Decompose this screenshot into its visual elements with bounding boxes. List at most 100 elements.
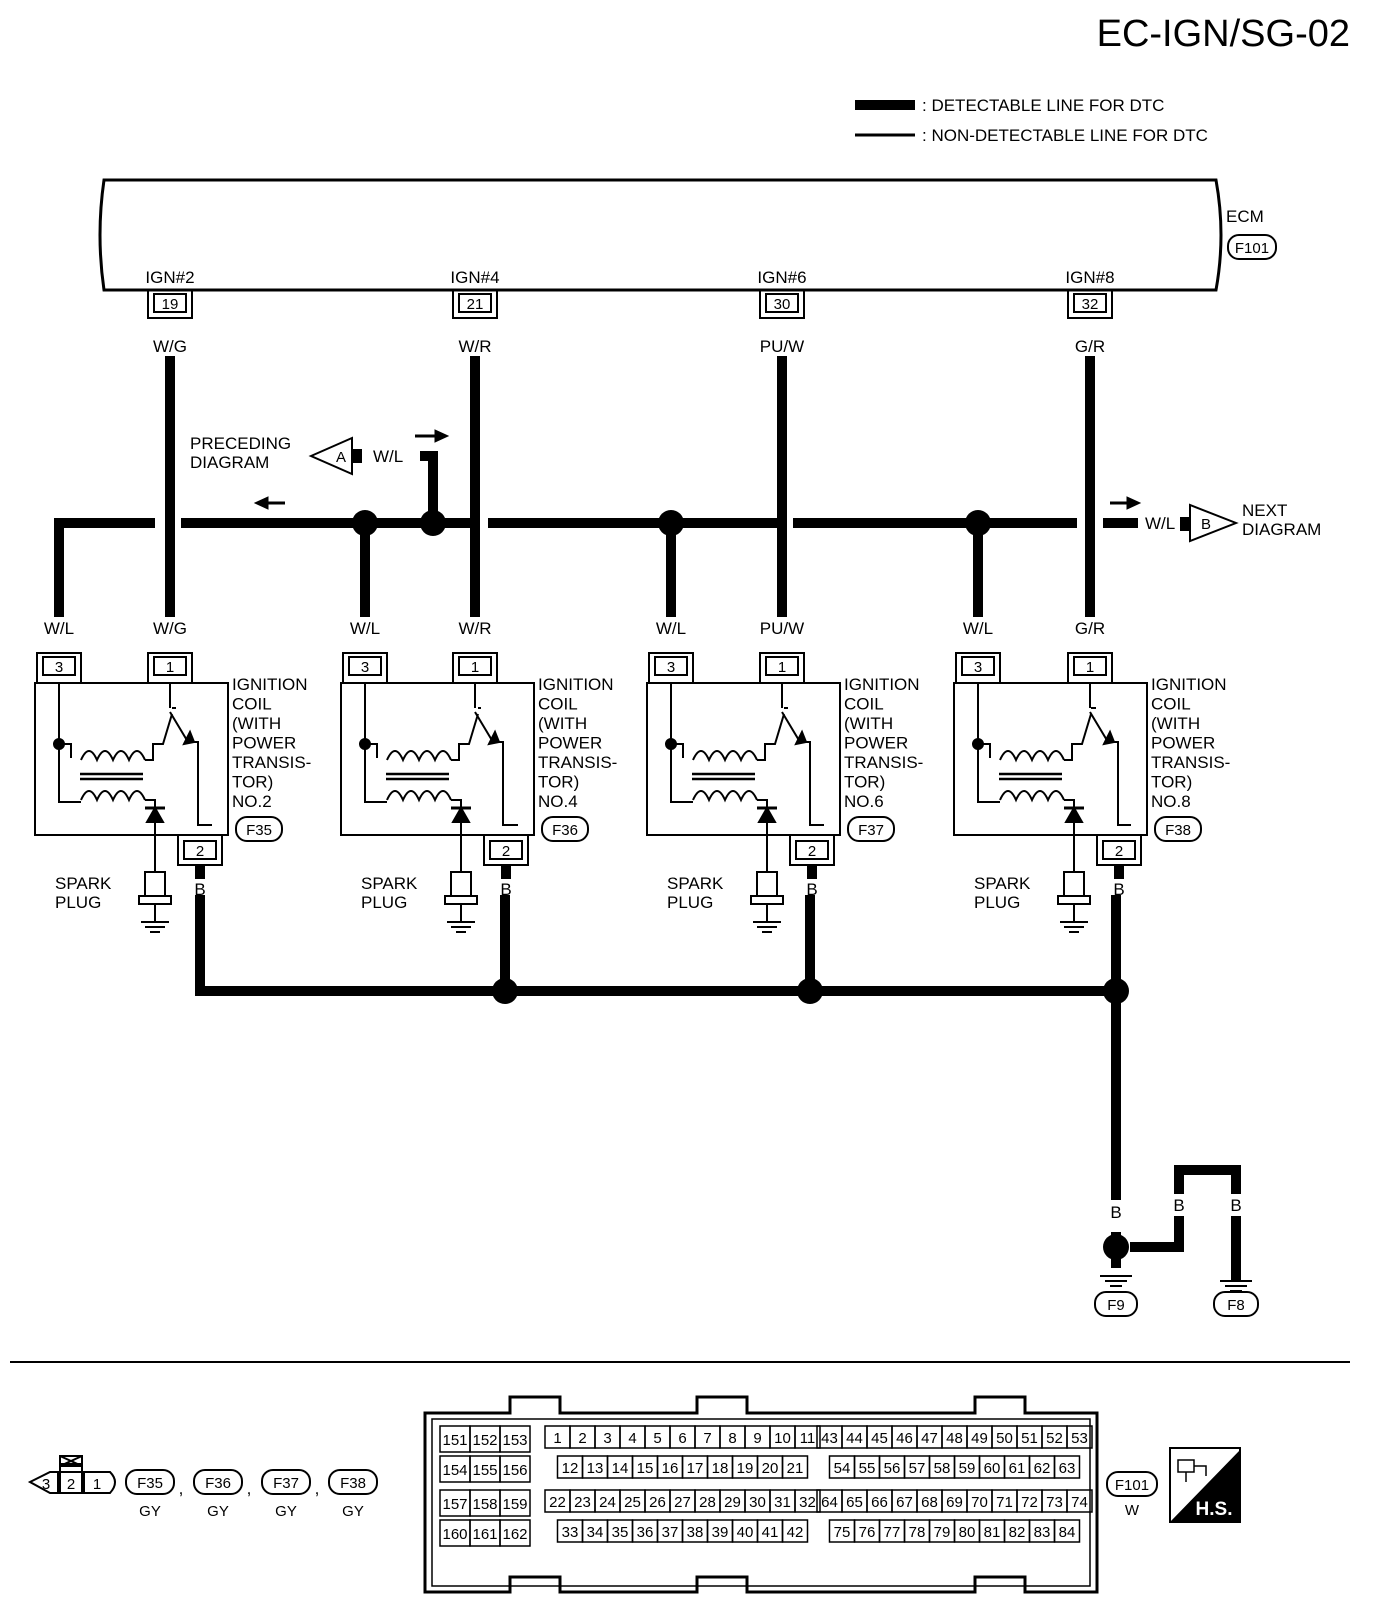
coil-label-line: TRANSIS- (232, 753, 311, 772)
ecm-pin-label: 55 (859, 1460, 876, 1477)
ecm-pin-label: 25 (624, 1494, 641, 1511)
ground-f9: F9 (1107, 1297, 1125, 1314)
pin-box (458, 656, 492, 676)
spark-plug-body (144, 871, 166, 897)
ecm-pin-label: 18 (712, 1460, 729, 1477)
ecm-pin-label: 62 (1034, 1460, 1051, 1477)
ecm-pin-label: 19 (737, 1460, 754, 1477)
ecm-wire-color: G/R (1075, 337, 1105, 356)
ecm-block: ECM F101 (98, 178, 1277, 292)
ecm-pin-label: 49 (971, 1430, 988, 1447)
ecm-pin-cell (499, 1489, 531, 1517)
coil-label-line: IGNITION (844, 675, 920, 694)
ecm-pin-label: 75 (834, 1524, 851, 1541)
transistor-emitter (781, 711, 824, 826)
next-line2: DIAGRAM (1242, 520, 1321, 539)
ecm-pin-label: 12 (562, 1460, 579, 1477)
separator-comma: , (179, 1479, 184, 1498)
coil-label-line: TRANSIS- (844, 753, 923, 772)
transistor-emitter (1089, 711, 1131, 826)
ecm-pin-label: 28 (699, 1494, 716, 1511)
coil-connector-oval (847, 816, 895, 842)
ecm-pin-label: 51 (1021, 1430, 1038, 1447)
coil-label-line: COIL (844, 695, 884, 714)
ecm-pin-number: 19 (162, 296, 179, 313)
ecm-pin-label: 160 (442, 1526, 467, 1543)
ground-f8: F8 (1227, 1297, 1245, 1314)
coil-connector-view-id: F37 (273, 1475, 299, 1492)
coil-pin3-wire: W/L (44, 619, 74, 638)
secondary-coil (80, 790, 146, 803)
pin-box (1073, 656, 1107, 676)
coil-connector-id: F37 (858, 822, 884, 839)
coil-ground-wire: B (194, 880, 205, 899)
pin-number: 3 (974, 659, 982, 676)
ecm-pin-label: 40 (737, 1524, 754, 1541)
wire-label-bg (957, 617, 999, 639)
ground-bus (195, 895, 1241, 1280)
ecm-pin-label: 23 (574, 1494, 591, 1511)
coil-label-line: POWER (844, 734, 908, 753)
pin-number: 1 (778, 659, 786, 676)
ecm-pin-label: 47 (921, 1430, 938, 1447)
connector-bracket (483, 835, 529, 866)
connector-bracket (648, 652, 694, 683)
internal-wire (1064, 713, 1092, 761)
ecm-pin-label: 3 (603, 1430, 611, 1447)
ecm-pin-label: 56 (884, 1460, 901, 1477)
coil-connector-face (27, 1455, 116, 1494)
spark-plug-hex (750, 895, 784, 905)
ecm-pin-cell (1066, 1489, 1093, 1513)
coil-connector-pin-1: 1 (93, 1476, 101, 1493)
ecm-pin-label: 8 (728, 1430, 736, 1447)
preceding-wire: W/L (373, 447, 403, 466)
coil-label-line: TOR) (538, 773, 579, 792)
coil-label-line: POWER (232, 734, 296, 753)
spark-plug-body (450, 871, 472, 897)
ecm-pin-label: 4 (628, 1430, 636, 1447)
coil-label-line: (WITH (232, 714, 281, 733)
coil-label-line: IGNITION (232, 675, 308, 694)
pin-box (489, 840, 523, 860)
coil-label-line: COIL (538, 695, 578, 714)
ecm-pin-label: 80 (959, 1524, 976, 1541)
internal-wire (978, 743, 991, 758)
wire-label-bg (496, 879, 516, 899)
ecm-connector-view-id: F101 (1115, 1477, 1149, 1494)
junction-dot (658, 510, 684, 536)
diode (1064, 805, 1084, 823)
internal-wire (757, 713, 785, 761)
ecm-pin-label: 16 (662, 1460, 679, 1477)
coil-pin3-wire: W/L (350, 619, 380, 638)
ecm-pin-number: 32 (1082, 296, 1099, 313)
ecm-pin-box (153, 293, 187, 313)
connector-bracket (1067, 652, 1113, 683)
next-diagram-link: W/L B NEXT DIAGRAM (1145, 501, 1321, 543)
pin-box (795, 840, 829, 860)
ecm-pin-label: 64 (821, 1494, 838, 1511)
pin-box (348, 656, 382, 676)
coil-connector-oval (541, 816, 589, 842)
emitter-arrow (1102, 729, 1116, 746)
coil-label-line: COIL (1151, 695, 1191, 714)
ecm-pin-label: 57 (909, 1460, 926, 1477)
separator-comma: , (315, 1479, 320, 1498)
coil-ground-wire: B (500, 880, 511, 899)
coil-label-line: TRANSIS- (538, 753, 617, 772)
internal-wire (1064, 799, 1075, 808)
ecm-pin-label: 156 (502, 1462, 527, 1479)
coil-pin1-wire: W/R (458, 619, 491, 638)
coil-pin3-wire: W/L (656, 619, 686, 638)
pin-number: 2 (502, 843, 510, 860)
ecm-pin-label: 50 (996, 1430, 1013, 1447)
harness-icon (1177, 1459, 1207, 1482)
ecm-pin-label: 36 (637, 1524, 654, 1541)
ecm-pin-box (765, 293, 799, 313)
preceding-diagram-link: PRECEDING DIAGRAM A W/L (190, 434, 403, 476)
ecm-pin-label: 73 (1046, 1494, 1063, 1511)
ecm-pin-number: 30 (774, 296, 791, 313)
ecm-pin-box (458, 293, 492, 313)
ecm-pin-label: 155 (472, 1462, 497, 1479)
